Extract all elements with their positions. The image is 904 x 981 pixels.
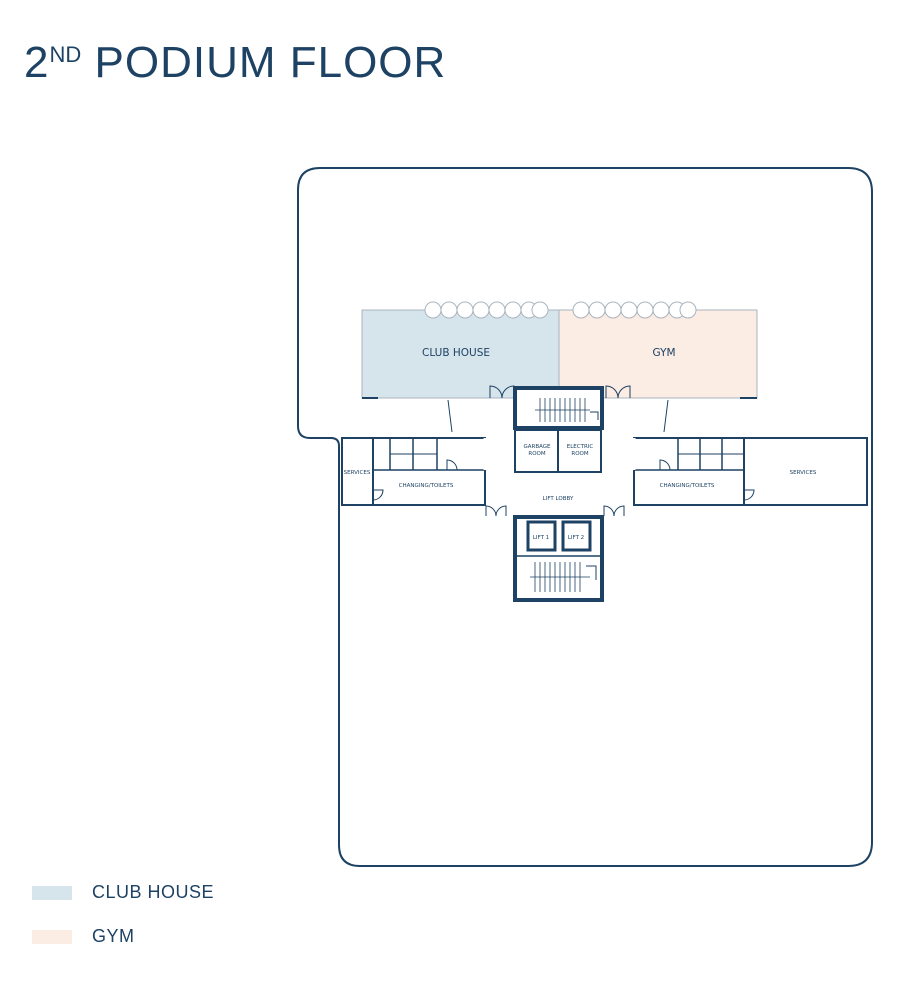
- building-outline: [297, 167, 873, 867]
- left-wing: [341, 437, 487, 506]
- legend-item-club-house: CLUB HOUSE: [32, 882, 214, 903]
- gym-room: [558, 309, 758, 399]
- club-house-label: CLUB HOUSE: [422, 347, 490, 359]
- stair-core-top: [513, 386, 604, 430]
- garbage-room-label-2: ROOM: [528, 451, 545, 457]
- planters-left: [424, 301, 549, 319]
- legend-item-gym: GYM: [32, 926, 135, 947]
- lift-core: [513, 515, 604, 602]
- right-wing: [632, 437, 868, 506]
- lift-2: [561, 520, 592, 552]
- electric-room: [557, 429, 602, 473]
- legend-label-club-house: CLUB HOUSE: [92, 882, 215, 902]
- title-text: PODIUM FLOOR: [94, 38, 447, 87]
- garbage-room-label-1: GARBAGE: [523, 444, 551, 450]
- services-right-label: SERVICES: [790, 470, 817, 476]
- electric-room-label-2: ROOM: [571, 451, 588, 457]
- page-title: 2ND PODIUM FLOOR: [24, 38, 446, 88]
- changing-right-label: CHANGING/TOILETS: [660, 483, 715, 489]
- services-left-label: SERVICES: [344, 470, 371, 476]
- lift-1: [526, 520, 557, 552]
- legend-swatch-club-house: [32, 885, 72, 900]
- lift-2-label: LIFT 2: [568, 535, 584, 541]
- legend-swatch-gym: [32, 929, 72, 944]
- lift-lobby-label: LIFT LOBBY: [543, 496, 574, 502]
- gym-label: GYM: [652, 347, 675, 359]
- legend-label-gym: GYM: [92, 926, 135, 946]
- changing-left-label: CHANGING/TOILETS: [399, 483, 454, 489]
- electric-room-label-1: ELECTRIC: [567, 444, 594, 450]
- planters-right: [572, 301, 697, 319]
- lift-1-label: LIFT 1: [533, 535, 549, 541]
- title-number: 2: [24, 38, 50, 87]
- title-suffix: ND: [49, 42, 82, 67]
